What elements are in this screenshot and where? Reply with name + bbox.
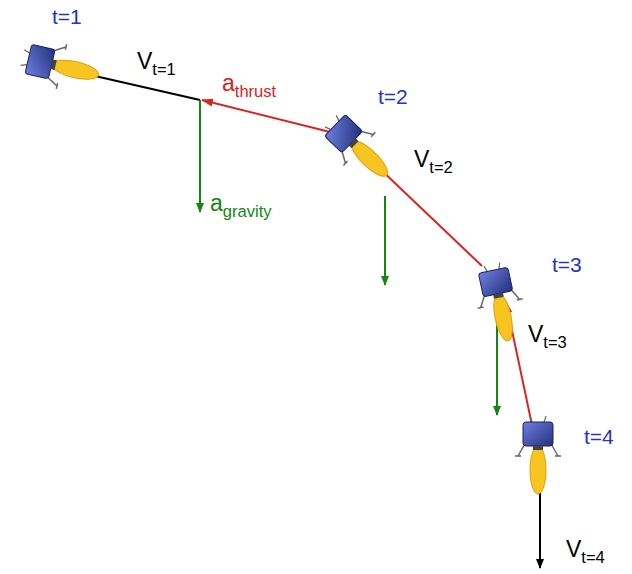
velocity-label: Vt=1 (137, 50, 176, 73)
time-label: t=3 (552, 254, 582, 275)
velocity-label: Vt=3 (528, 323, 567, 346)
time-label: t=4 (584, 426, 614, 447)
thrust-label: athrust (222, 72, 276, 95)
time-label: t=2 (378, 86, 408, 107)
velocity-label: Vt=4 (566, 538, 605, 561)
time-label: t=1 (52, 6, 82, 27)
velocity-label: Vt=2 (414, 148, 453, 171)
gravity-label: agravity (210, 192, 272, 215)
